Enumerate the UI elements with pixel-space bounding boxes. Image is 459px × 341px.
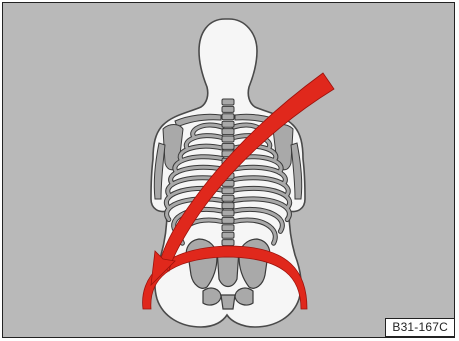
illustration-panel [2, 2, 455, 338]
vertebra [222, 143, 234, 149]
vertebra [222, 121, 234, 127]
vertebra [222, 136, 234, 142]
illustration-svg [3, 3, 454, 337]
vertebra [222, 240, 234, 246]
vertebra [222, 210, 234, 216]
vertebra [222, 203, 234, 209]
vertebra [222, 188, 234, 194]
vertebra [222, 99, 234, 105]
vertebra [222, 129, 234, 135]
vertebra [222, 225, 234, 231]
vertebra [222, 232, 234, 238]
vertebra [222, 195, 234, 201]
vertebra [222, 217, 234, 223]
vertebra [222, 106, 234, 112]
vertebra [222, 114, 234, 120]
figure-code-label: B31-167C [385, 318, 455, 337]
